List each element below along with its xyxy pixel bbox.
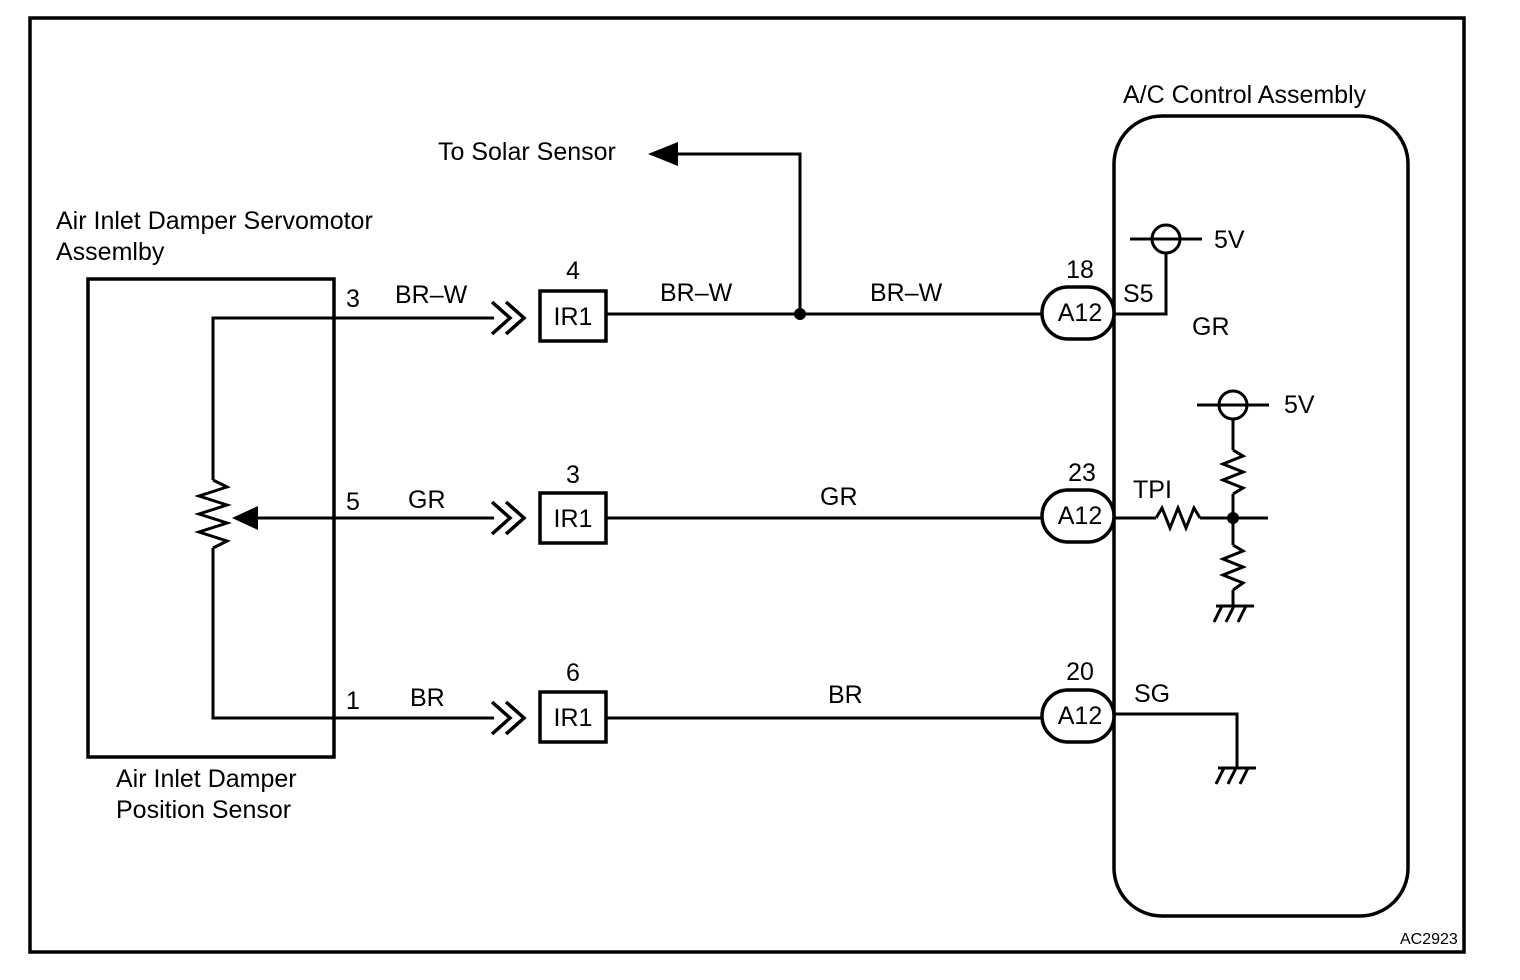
a12-pin-bot: 20	[1066, 658, 1094, 686]
a12-pin-mid: 23	[1068, 459, 1096, 487]
figure-code: AC2923	[1400, 931, 1458, 948]
pulldown-resistor-icon	[1218, 543, 1248, 592]
ir1-connector-top	[538, 289, 608, 343]
a12-connector-bot	[1040, 688, 1116, 744]
wire-label-mid-left: GR	[408, 486, 446, 514]
pullup-resistor-icon	[1218, 448, 1248, 496]
wire-label-mid-right: GR	[820, 483, 858, 511]
ir1-pin-mid: 3	[566, 461, 580, 489]
chevron-connector-icon	[490, 500, 527, 536]
servomotor-title-line1: Air Inlet Damper Servomotor	[56, 207, 373, 235]
terminal-s5: S5	[1123, 280, 1154, 308]
ir1-name-mid: IR1	[554, 505, 593, 533]
sensor-label-line2: Position Sensor	[116, 796, 291, 824]
terminal-sg: SG	[1134, 680, 1170, 708]
a12-name-bot: A12	[1058, 702, 1102, 730]
sg-wire	[1114, 712, 1239, 768]
diagram-frame	[28, 16, 1466, 954]
ir1-name-bot: IR1	[554, 704, 593, 732]
ir1-name-top: IR1	[554, 303, 593, 331]
ir1-connector-bot	[538, 690, 608, 744]
wire-label-bot-left: BR	[410, 684, 445, 712]
series-resistor-icon	[1154, 503, 1202, 533]
wire-label-top-left: BR–W	[395, 281, 468, 309]
potentiometer-resistor-icon	[194, 478, 232, 550]
terminal-tpi: TPI	[1133, 476, 1172, 504]
servo-pin-mid: 5	[346, 488, 360, 516]
inner-wire-label: GR	[1192, 313, 1230, 341]
arrow-left-icon	[648, 142, 678, 166]
supply-label-top: 5V	[1214, 226, 1245, 254]
ground-icon	[1214, 766, 1256, 785]
chevron-connector-icon	[490, 700, 527, 736]
solar-sensor-label: To Solar Sensor	[438, 138, 616, 166]
supply-label-mid: 5V	[1284, 391, 1315, 419]
pot-top-wire	[211, 316, 494, 480]
wiper-arrow-icon	[232, 506, 258, 530]
ir1-pin-bot: 6	[566, 659, 580, 687]
servo-pin-top: 3	[346, 285, 360, 313]
servo-pin-bot: 1	[346, 687, 360, 715]
servomotor-title-line2: Assemlby	[56, 238, 165, 266]
ir1-pin-top: 4	[566, 257, 580, 285]
s5-wire	[1114, 252, 1168, 316]
a12-name-mid: A12	[1058, 502, 1102, 530]
a12-name-top: A12	[1058, 299, 1102, 327]
sensor-label-line1: Air Inlet Damper	[116, 765, 297, 793]
wire-label-top-mid: BR–W	[660, 279, 733, 307]
pot-bottom-wire	[211, 548, 494, 720]
solar-branch-wire	[672, 152, 802, 314]
a12-connector-mid	[1040, 488, 1116, 544]
ac-control-title: A/C Control Assembly	[1123, 81, 1367, 109]
chevron-connector-icon	[490, 300, 527, 336]
a12-pin-top: 18	[1066, 256, 1094, 284]
wire-label-top-right: BR–W	[870, 279, 943, 307]
ground-icon	[1212, 604, 1254, 623]
wire-label-bot-right: BR	[828, 681, 863, 709]
